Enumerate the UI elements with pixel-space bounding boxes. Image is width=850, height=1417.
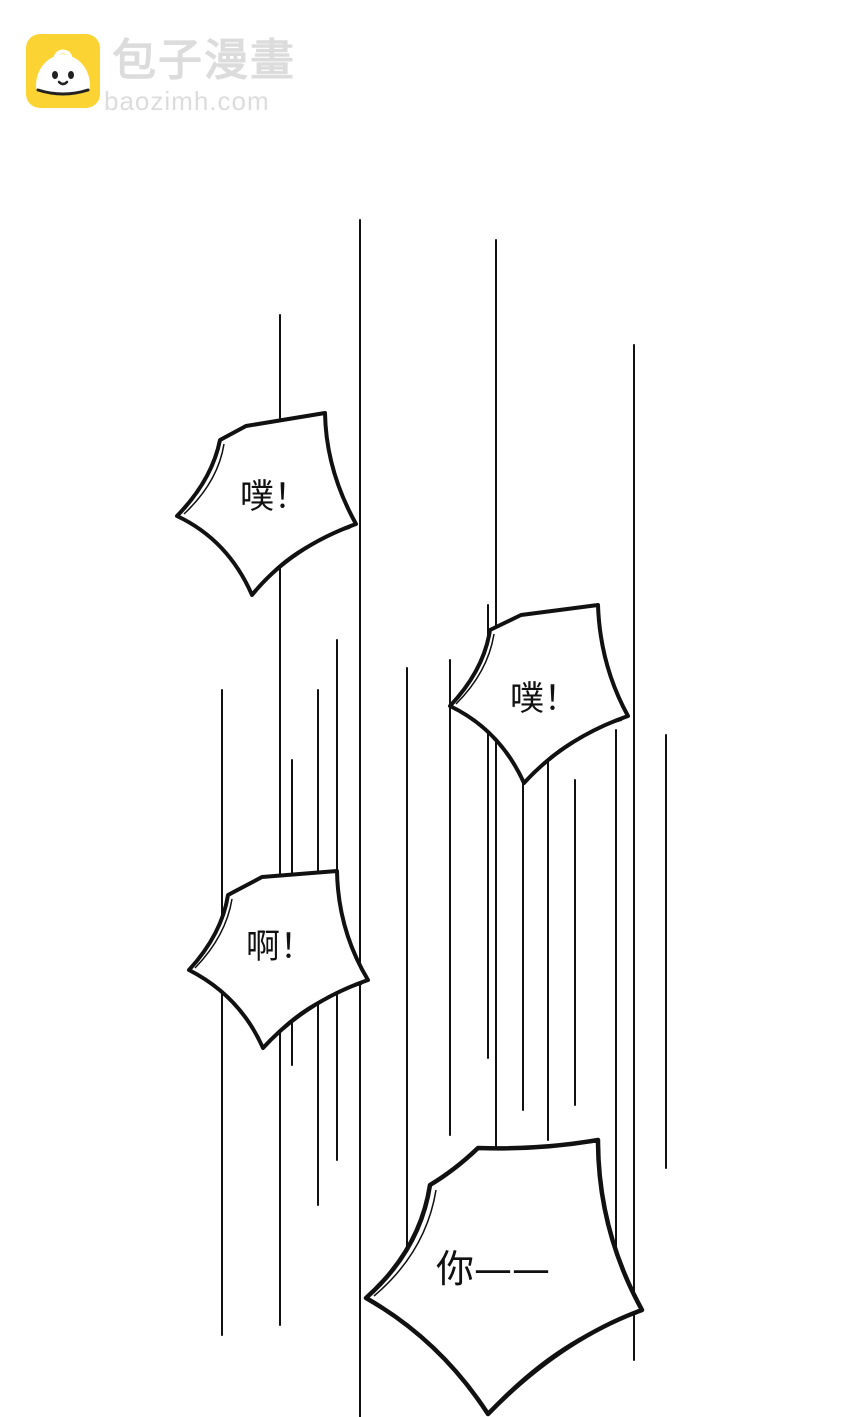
steamed-bun-icon <box>26 34 100 108</box>
speech-bubble-2: 噗！ <box>448 603 630 785</box>
watermark: 包子漫畫 baozimh.com <box>26 34 326 116</box>
watermark-url: baozimh.com <box>104 86 270 116</box>
speech-bubble-1: 噗！ <box>175 411 358 597</box>
speech-bubble-4: 你—— <box>363 1137 645 1417</box>
bubble-3-text: 啊！ <box>246 927 314 967</box>
bubble-4-text: 你—— <box>436 1247 550 1291</box>
bubble-1-text: 噗！ <box>240 477 308 517</box>
bubble-2-text: 噗！ <box>510 679 578 719</box>
watermark-title: 包子漫畫 <box>112 35 296 86</box>
speech-bubble-3: 啊！ <box>187 869 370 1050</box>
speed-lines <box>221 219 667 1417</box>
